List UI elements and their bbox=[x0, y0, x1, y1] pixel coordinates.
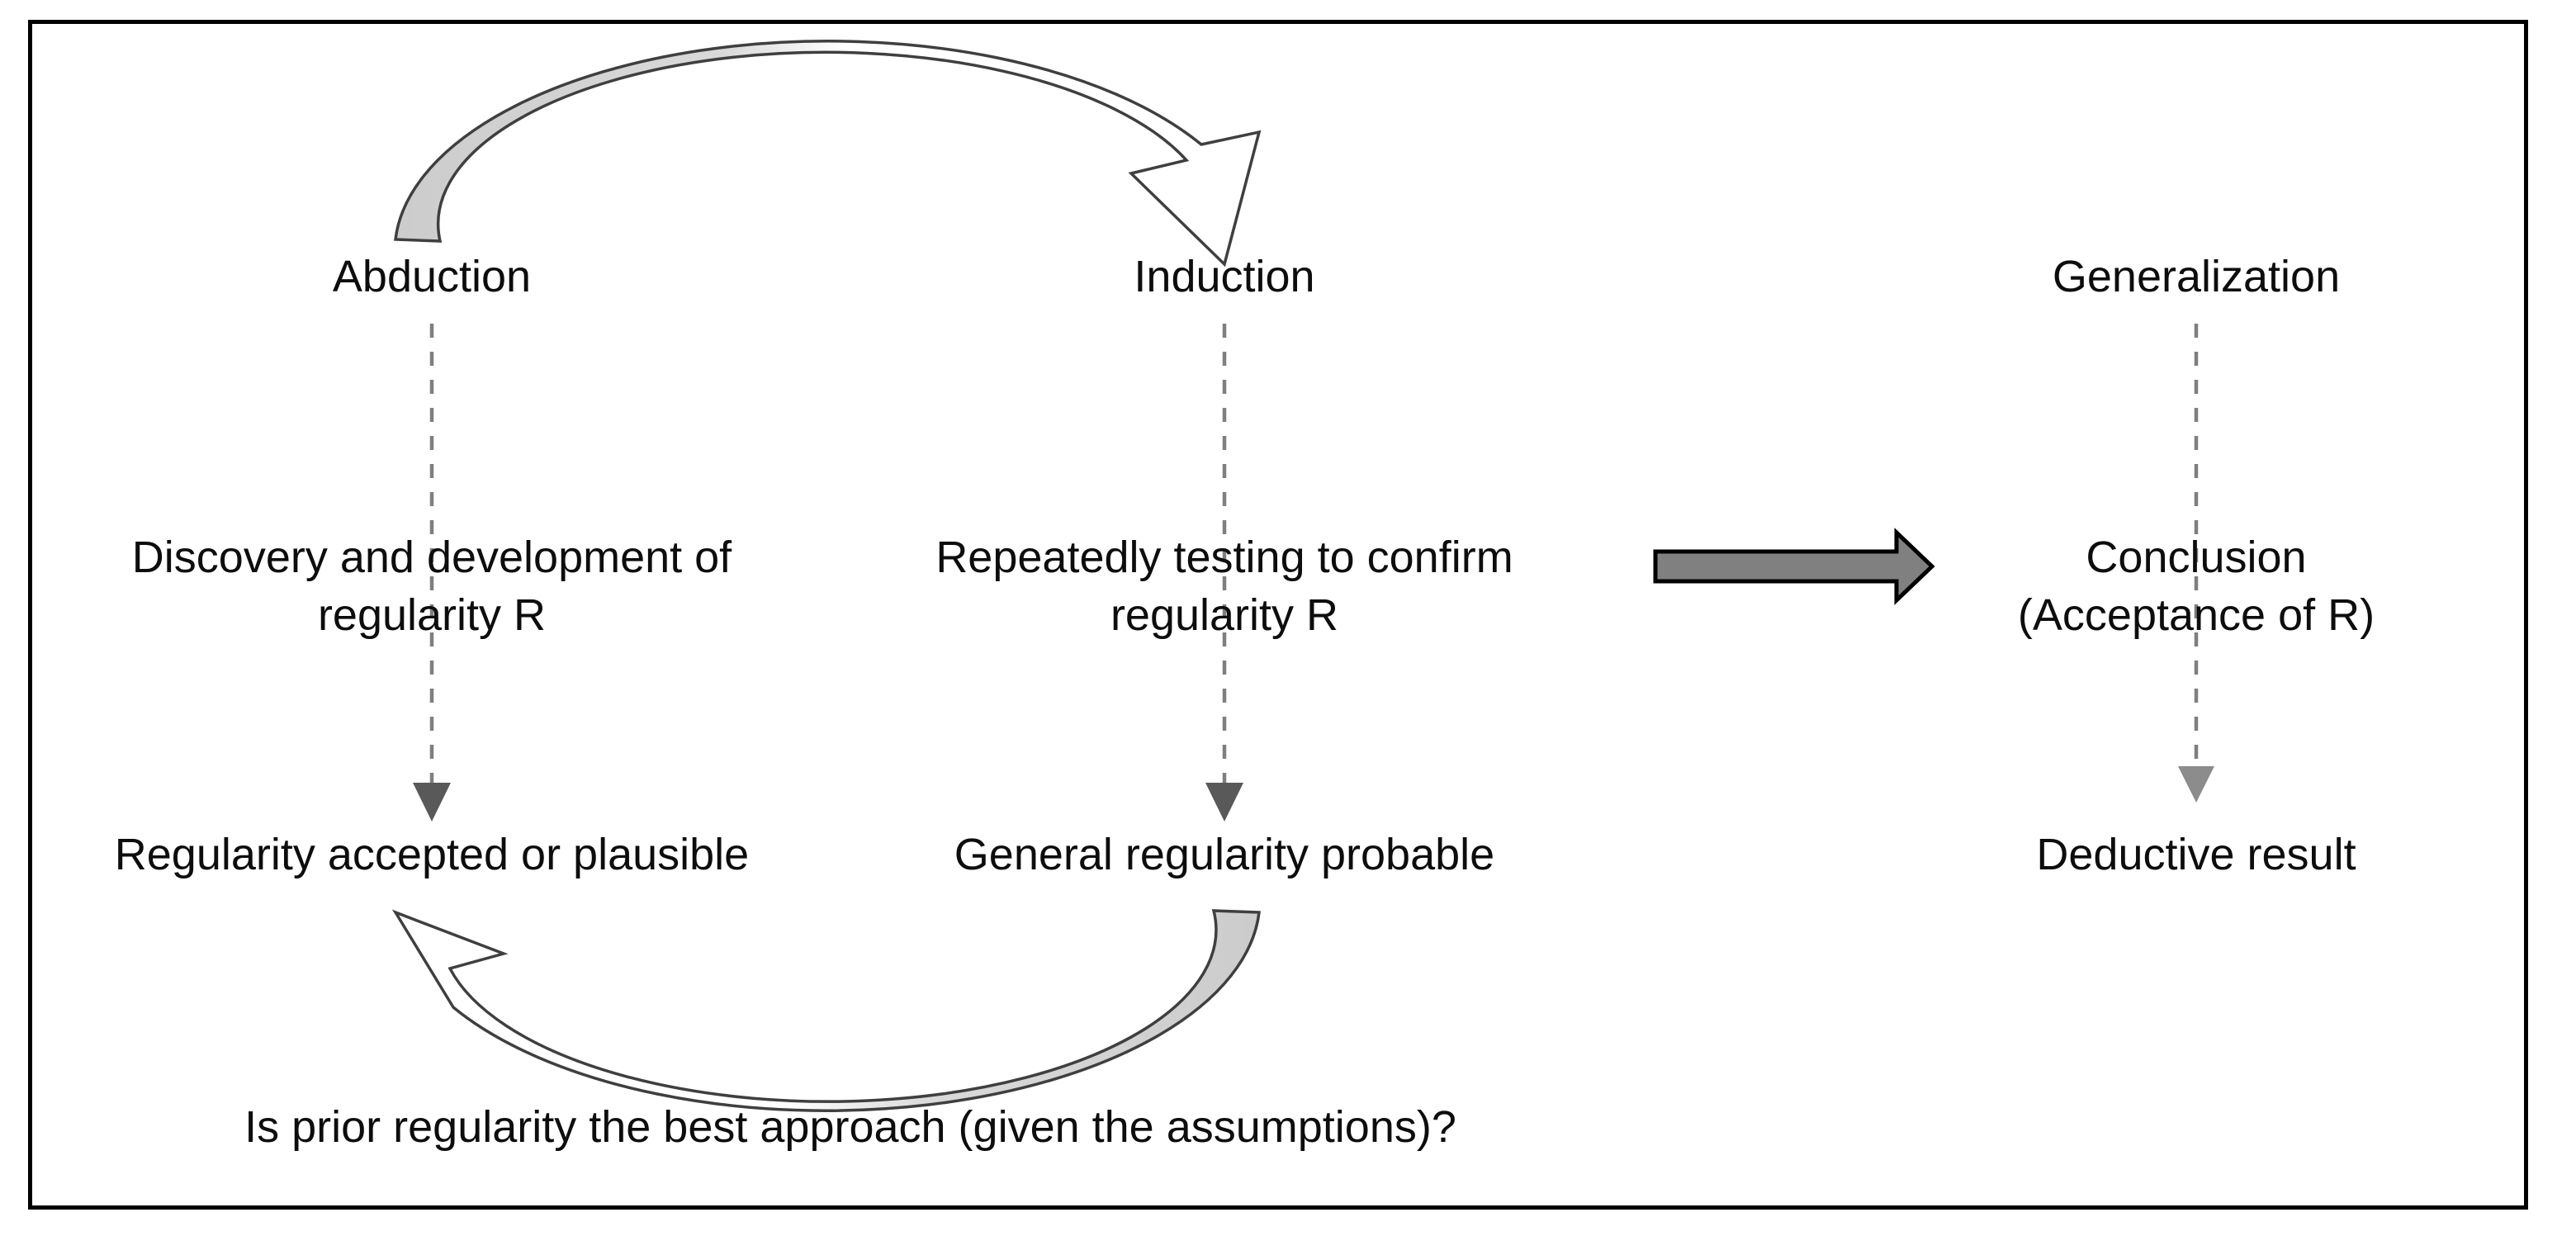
body-label-induction: Repeatedly testing to confirm regularity… bbox=[935, 533, 1513, 641]
outcome-label-induction: General regularity probable bbox=[954, 830, 1495, 879]
stage-label-abduction: Abduction bbox=[332, 252, 532, 301]
figure-caption: Is prior regularity the best approach (g… bbox=[244, 1102, 1456, 1152]
outcome-label-generalization: Deductive result bbox=[2036, 830, 2356, 879]
body-label-generalization: Conclusion (Acceptance of R) bbox=[2017, 533, 2375, 641]
stage-label-induction: Induction bbox=[1134, 252, 1315, 301]
body-label-abduction: Discovery and development of regularity … bbox=[131, 533, 732, 641]
outcome-label-abduction: Regularity accepted or plausible bbox=[114, 830, 750, 879]
stage-label-generalization: Generalization bbox=[2052, 252, 2341, 301]
